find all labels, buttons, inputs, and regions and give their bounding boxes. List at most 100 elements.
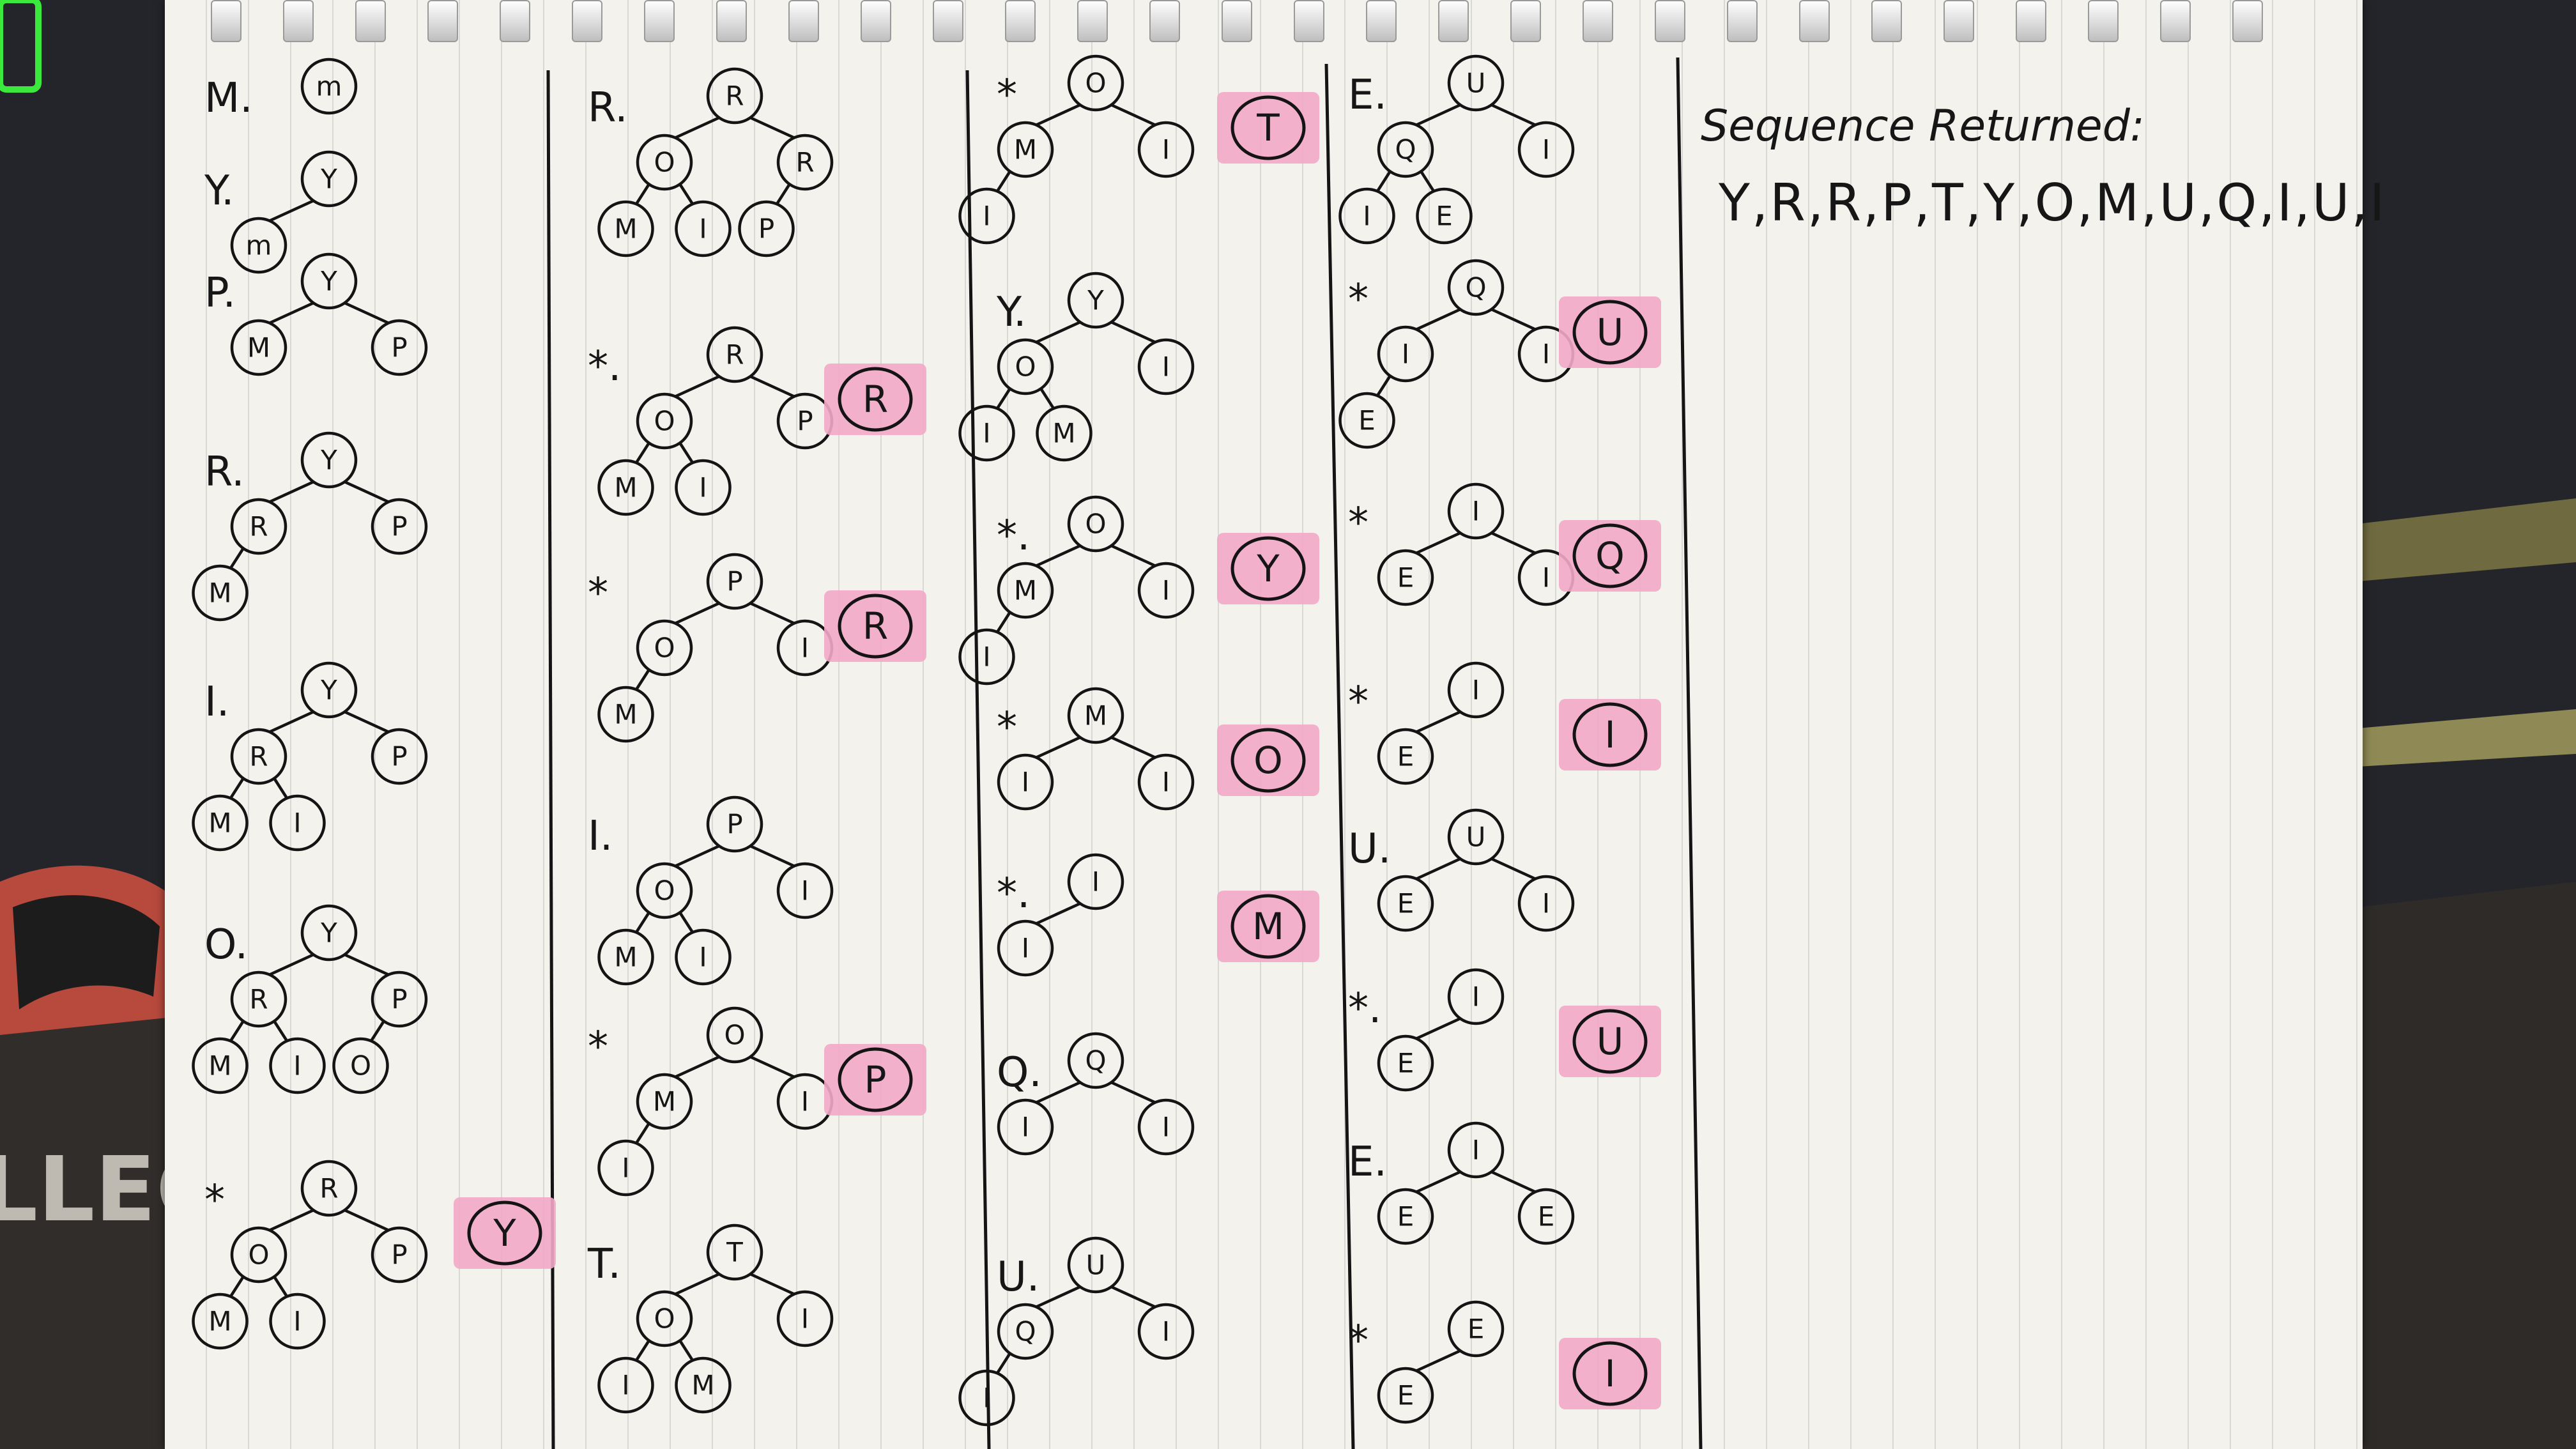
tree-edge xyxy=(678,183,694,206)
step-label: Y. xyxy=(204,167,234,215)
tree-edge xyxy=(369,1020,385,1043)
node-label: m xyxy=(246,230,272,261)
tree-edge xyxy=(344,301,390,325)
node-label: Y xyxy=(320,164,337,195)
tree-node: P xyxy=(371,970,428,1028)
tree-node: O xyxy=(636,862,693,919)
node-label: O xyxy=(350,1050,371,1082)
node-label: I xyxy=(1542,888,1550,919)
removed-highlight: P xyxy=(824,1044,926,1116)
tree-node: M xyxy=(997,562,1054,619)
tree-node: I xyxy=(675,459,732,516)
tree-edge xyxy=(749,1272,795,1296)
step-label: R. xyxy=(204,448,245,496)
node-label: M xyxy=(614,472,637,503)
removed-highlight: Q xyxy=(1559,520,1661,592)
step-label: R. xyxy=(588,84,628,132)
tree-node: I xyxy=(597,1356,654,1414)
binding-coil xyxy=(1943,0,1974,42)
tree-node: M xyxy=(597,686,654,743)
tree-node: O xyxy=(332,1037,389,1094)
tree-node: O xyxy=(1067,495,1124,553)
tree-edge xyxy=(1415,103,1461,127)
tree-node: M xyxy=(192,794,249,852)
step-label: E. xyxy=(1348,1138,1387,1186)
step-label: *. xyxy=(997,512,1030,560)
tree-node: I xyxy=(1137,1303,1195,1360)
binding-coil xyxy=(1871,0,1902,42)
tree-node: M xyxy=(192,1037,249,1094)
node-label: I xyxy=(1472,1135,1480,1166)
node-label: M xyxy=(653,1086,676,1117)
node-label: I xyxy=(699,472,707,503)
tree-node: M xyxy=(597,200,654,257)
tree-node: U xyxy=(1447,54,1505,112)
tree-edge xyxy=(634,668,650,691)
step-label: * xyxy=(1348,678,1368,726)
node-label: M xyxy=(1014,575,1037,606)
binding-coil xyxy=(1005,0,1036,42)
node-label: M xyxy=(1052,418,1075,449)
sequence-heading: Sequence Returned: xyxy=(1701,101,2145,151)
tree-node: I xyxy=(776,1073,834,1130)
tree-edge xyxy=(634,911,650,934)
removed-value: R xyxy=(862,604,888,648)
node-label: P xyxy=(391,511,407,542)
node-label: R xyxy=(725,80,744,112)
tree-edge xyxy=(268,301,314,325)
tree-edge xyxy=(1415,857,1461,881)
node-label: Q xyxy=(1465,272,1486,303)
tree-node: R xyxy=(300,1160,358,1217)
tree-node: I xyxy=(958,187,1015,245)
step-label: *. xyxy=(997,870,1030,917)
sequence-value: Y,R,R,P,T,Y,O,M,U,Q,I,U,I xyxy=(1718,173,2386,233)
heap-step: *EII xyxy=(1348,661,1661,785)
tree-node: m xyxy=(300,57,358,115)
tree-node: Q xyxy=(1067,1032,1124,1089)
node-label: I xyxy=(801,632,809,664)
tree-node: I xyxy=(958,628,1015,686)
tree-node: Q xyxy=(1377,121,1434,178)
removed-value: U xyxy=(1597,1020,1623,1063)
tree-node: O xyxy=(636,392,693,450)
tree-node: Q xyxy=(1447,259,1505,316)
node-label: I xyxy=(1542,134,1550,165)
binding-coil xyxy=(1294,0,1324,42)
node-label: U xyxy=(1086,1250,1106,1281)
binding-coil xyxy=(716,0,747,42)
removed-value: Q xyxy=(1595,534,1625,578)
binding-coil xyxy=(2016,0,2046,42)
binding-coil xyxy=(500,0,530,42)
tree-edge xyxy=(1415,1349,1461,1373)
node-label: I xyxy=(293,1050,301,1082)
node-label: E xyxy=(1397,741,1414,772)
node-label: I xyxy=(1542,339,1550,370)
node-label: m xyxy=(316,71,342,102)
node-label: R xyxy=(319,1173,338,1204)
node-label: O xyxy=(1085,509,1106,540)
column-divider xyxy=(965,70,991,1449)
node-label: I xyxy=(1022,767,1029,798)
tree-edge xyxy=(1039,387,1055,410)
step-label: * xyxy=(1348,500,1368,547)
node-label: P xyxy=(726,809,742,840)
tree-node: I xyxy=(1447,482,1505,540)
tree-node: U xyxy=(1447,808,1505,866)
tree-node: I xyxy=(1137,562,1195,619)
tree-edge xyxy=(1110,1080,1156,1105)
node-label: O xyxy=(248,1239,269,1271)
tree-edge xyxy=(268,1208,314,1232)
node-label: I xyxy=(293,808,301,839)
removed-highlight: Y xyxy=(454,1197,556,1269)
tree-node: R xyxy=(230,728,288,785)
tree-edge xyxy=(775,183,791,206)
tree-edge xyxy=(995,387,1011,410)
step-label: *. xyxy=(588,343,621,390)
